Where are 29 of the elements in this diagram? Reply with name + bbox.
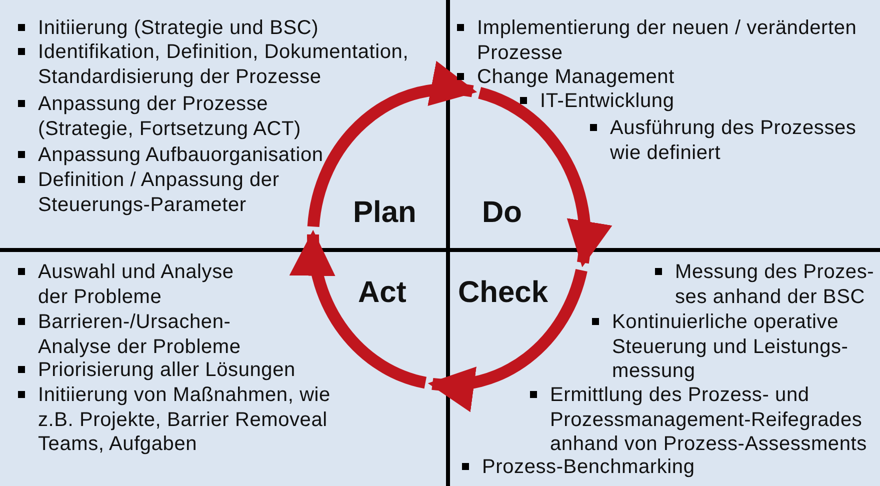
phase-label: Plan (353, 196, 416, 230)
bullet-item: Prozess-Benchmarking (458, 455, 858, 480)
bullet-item: Initiierung (Strategie und BSC) (14, 16, 439, 40)
bullet-item: Ermittlung des Prozess- und Prozessmanagement-Reifegrades anhand von Prozess-Assessments (526, 383, 880, 456)
cycle-arrow (478, 87, 610, 268)
bullet-item: Kontinuierliche operative Steuerung und Leistungs- messung (588, 310, 862, 384)
cycle-arrow (292, 230, 427, 389)
quadrant-panel (0, 0, 446, 248)
bullet-item: Identifikation, Definition, Dokumentation, Standardisierung der Prozesse (14, 40, 439, 89)
cycle-arrow (428, 268, 588, 410)
bullet-item: Anpassung der Prozesse (Strategie, Fortsetzung ACT) (14, 92, 328, 141)
quadrant-panel (450, 0, 880, 248)
bullet-item: IT-Entwicklung (516, 89, 856, 114)
quadrant-panel (0, 252, 446, 486)
cycle-arrow (307, 63, 478, 228)
bullet-item: Priorisierung aller Lösungen (14, 358, 334, 382)
phase-label: Do (482, 196, 522, 230)
quadrant-panel (450, 252, 880, 486)
bullet-item: Change Management (453, 65, 853, 90)
phase-label: Act (358, 276, 406, 310)
bullet-item: Definition / Anpassung der Steuerungs-Parameter (14, 168, 314, 217)
bullet-item: Barrieren-/Ursachen- Analyse der Probleme (14, 310, 258, 359)
phase-label: Check (458, 276, 548, 310)
bullet-item: Auswahl und Analyse der Probleme (14, 260, 258, 309)
bullet-item: Initiierung von Maßnahmen, wie z.B. Projekte, Barrier Removeal Teams, Aufgaben (14, 383, 348, 456)
bullet-item: Implementierung der neuen / veränderten Prozesse (453, 16, 877, 65)
bullet-item: Anpassung Aufbauorganisation (14, 143, 439, 168)
bullet-item: Ausführung des Prozesses wie definiert (586, 116, 870, 165)
bullet-item: Messung des Prozes- ses anhand der BSC (651, 260, 880, 309)
